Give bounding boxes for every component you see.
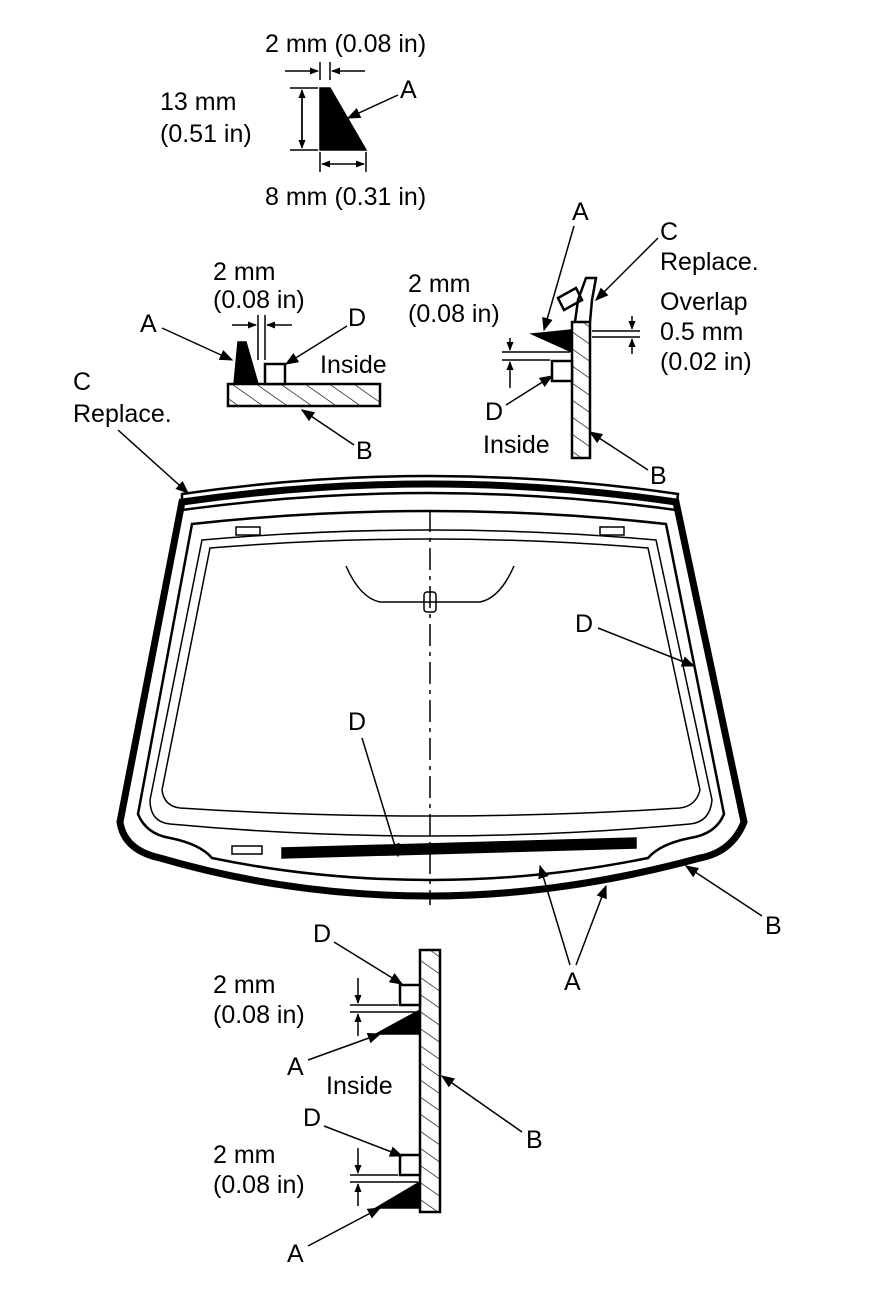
bottom-section-detail: D 2 mm (0.08 in) A Inside B D 2 mm (0.08…	[213, 920, 543, 1268]
height-label-in: (0.51 in)	[160, 120, 252, 148]
top-molding-strip	[180, 474, 680, 512]
height-label-mm: 13 mm	[160, 88, 236, 116]
windshield-outer-edge	[116, 480, 748, 900]
left-gap-mm: 2 mm	[213, 258, 276, 286]
overlap-in: (0.02 in)	[660, 348, 752, 376]
bottom-gap1-in: (0.08 in)	[213, 1001, 305, 1029]
left-callout-d: D	[348, 304, 366, 332]
molding-callout-left: C Replace.	[73, 368, 190, 494]
adhesive-profile-detail: 2 mm (0.08 in) 13 mm (0.51 in) 8 mm (0.3…	[160, 30, 426, 211]
overlap-label: Overlap	[660, 288, 748, 316]
bottom-callout-d-lower: D	[303, 1104, 321, 1132]
bottom-glass-section	[418, 948, 442, 1214]
bottom-inside-label: Inside	[326, 1072, 393, 1100]
right-gap-mm: 2 mm	[408, 270, 471, 298]
bottom-dam-lower	[398, 1153, 422, 1177]
right-molding-clip	[556, 286, 584, 312]
dam-line	[149, 529, 713, 837]
frit-line	[161, 538, 701, 817]
left-callout-b: B	[356, 437, 373, 465]
right-callout-b: B	[650, 462, 667, 490]
bottom-gap1-mm: 2 mm	[213, 971, 276, 999]
right-callout-a: A	[572, 198, 589, 226]
windshield-callout-d-right: D	[575, 610, 593, 638]
bottom-callout-b: B	[526, 1126, 543, 1154]
left-inside-label: Inside	[320, 351, 387, 379]
bottom-bead-lower	[373, 1180, 421, 1209]
right-adhesive-bead	[529, 329, 573, 354]
profile-callout-a: A	[400, 76, 417, 104]
adhesive-profile-shape	[319, 87, 368, 151]
bottom-dam-strip	[281, 837, 637, 859]
right-dam	[550, 359, 574, 383]
top-width-label: 2 mm (0.08 in)	[265, 30, 426, 58]
bottom-tab-left	[231, 845, 263, 855]
bottom-gap2-in: (0.08 in)	[213, 1171, 305, 1199]
right-callout-c: C	[660, 218, 678, 246]
left-glass-section	[226, 382, 382, 408]
bottom-gap2-mm: 2 mm	[213, 1141, 276, 1169]
inner-band	[136, 509, 726, 882]
windshield-overview: D D B A	[116, 474, 782, 996]
top-tab-left	[235, 526, 261, 536]
bottom-callout-a-lower: A	[287, 1240, 304, 1268]
left-callout-a: A	[140, 310, 157, 338]
bottom-width-label: 8 mm (0.31 in)	[265, 183, 426, 211]
bottom-dam-upper	[398, 983, 422, 1007]
bottom-callout-a-upper: A	[287, 1053, 304, 1081]
overlap-mm: 0.5 mm	[660, 318, 743, 346]
molding-label-c: C	[73, 368, 91, 396]
bottom-bead-upper	[375, 1008, 421, 1035]
molding-replace-note: Replace.	[73, 400, 172, 428]
right-glass-section	[570, 320, 592, 460]
left-section-detail: 2 mm (0.08 in) A D Inside B	[140, 258, 387, 465]
left-dam	[263, 362, 287, 386]
windshield-callout-d-bottom: D	[348, 708, 366, 736]
right-gap-in: (0.08 in)	[408, 300, 500, 328]
top-tab-right	[599, 526, 625, 536]
right-section-detail: A C Replace. 2 mm (0.08 in) Overlap 0.5 …	[408, 198, 759, 490]
right-callout-d: D	[485, 398, 503, 426]
right-inside-label: Inside	[483, 431, 550, 459]
windshield-callout-b: B	[765, 912, 782, 940]
windshield-callout-a: A	[564, 968, 581, 996]
left-gap-in: (0.08 in)	[213, 286, 305, 314]
left-adhesive-bead	[233, 341, 259, 385]
bottom-callout-d-upper: D	[313, 920, 331, 948]
right-molding	[573, 276, 598, 323]
right-replace-note: Replace.	[660, 248, 759, 276]
